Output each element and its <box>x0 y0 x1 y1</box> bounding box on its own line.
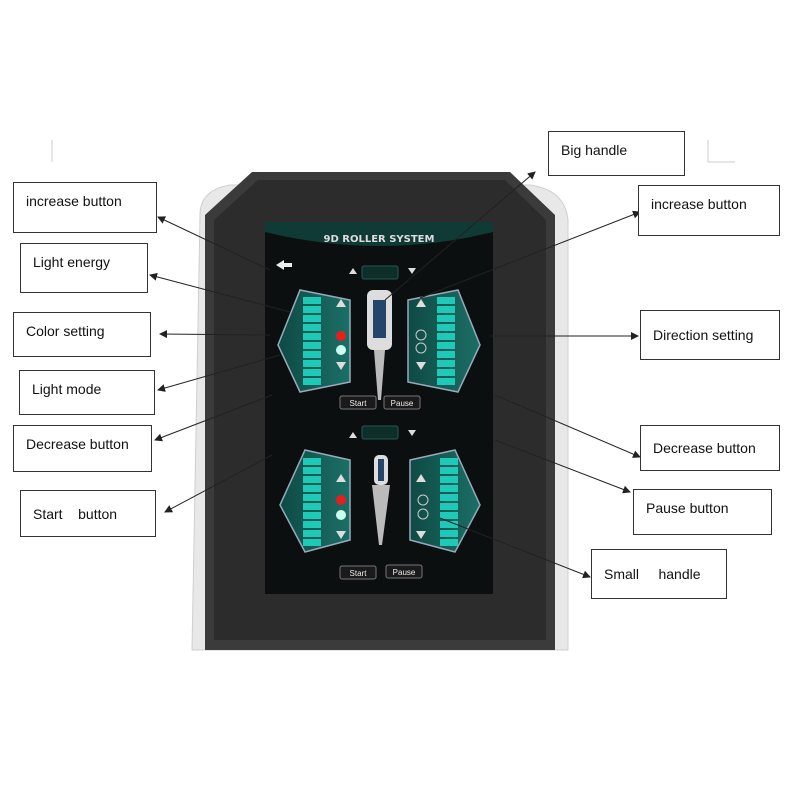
callout-decrease-button-right: Decrease button <box>640 425 780 471</box>
callout-small-handle: Small handle <box>591 549 727 599</box>
energy-bar-segment <box>440 539 458 546</box>
energy-bar-segment <box>303 458 321 465</box>
decrease-arrow-icon[interactable] <box>336 531 346 539</box>
callout-increase-button-left: increase button <box>13 182 157 233</box>
direction-icon[interactable] <box>415 342 427 354</box>
pause-button[interactable] <box>385 564 423 579</box>
increase-arrow-icon[interactable] <box>349 432 357 438</box>
energy-bar-segment <box>440 476 458 483</box>
increase-arrow-icon[interactable] <box>416 474 426 482</box>
decrease-arrow-icon[interactable] <box>408 430 416 436</box>
energy-bar-segment <box>303 467 321 474</box>
energy-bar-segment <box>437 351 455 358</box>
light-mode-icon[interactable] <box>336 345 346 355</box>
callout-color-setting: Color setting <box>13 312 151 357</box>
callout-light-mode: Light mode <box>19 370 155 415</box>
energy-bar-segment <box>437 315 455 322</box>
bottom-control-panel: Start Pause <box>279 425 481 580</box>
energy-bar-segment <box>437 369 455 376</box>
increase-arrow-icon[interactable] <box>416 299 426 307</box>
color-red-icon[interactable] <box>336 495 346 505</box>
energy-bar-segment <box>437 360 455 367</box>
callout-big-handle: Big handle <box>548 131 685 176</box>
energy-bar-segment <box>303 539 321 546</box>
callout-light-energy: Light energy <box>20 243 148 293</box>
energy-bar-segment <box>303 378 321 385</box>
callout-increase-button-right: increase button <box>638 185 780 236</box>
light-mode-icon[interactable] <box>336 510 346 520</box>
increase-arrow-icon[interactable] <box>349 268 357 274</box>
device: 9D ROLLER SYSTEM <box>191 172 569 651</box>
svg-text:Start: Start <box>350 569 368 578</box>
callout-direction-setting: Direction setting <box>640 310 780 360</box>
energy-bar-segment <box>303 494 321 501</box>
right-wing <box>407 289 481 393</box>
energy-bar-segment <box>440 458 458 465</box>
energy-bar-segment <box>440 530 458 537</box>
energy-bar-segment <box>437 378 455 385</box>
pause-button[interactable] <box>383 395 421 410</box>
energy-bar-segment <box>303 521 321 528</box>
energy-bar-segment <box>303 503 321 510</box>
energy-bar-segment <box>440 503 458 510</box>
direction-icon[interactable] <box>417 494 429 506</box>
screen-title: 9D ROLLER SYSTEM <box>324 234 435 245</box>
increase-arrow-icon[interactable] <box>336 299 346 307</box>
energy-bar-segment <box>440 467 458 474</box>
decrease-arrow-icon[interactable] <box>416 362 426 370</box>
left-wing <box>277 289 351 393</box>
energy-bar-segment <box>303 512 321 519</box>
decrease-arrow-icon[interactable] <box>416 531 426 539</box>
corner-mark <box>51 140 735 163</box>
energy-bar-segment <box>303 485 321 492</box>
direction-icon[interactable] <box>415 329 427 341</box>
color-red-icon[interactable] <box>336 331 346 341</box>
energy-bar-segment <box>303 324 321 331</box>
energy-bar-segment <box>303 476 321 483</box>
increase-arrow-icon[interactable] <box>336 474 346 482</box>
energy-bar-segment <box>437 297 455 304</box>
energy-bar-segment <box>437 342 455 349</box>
start-button[interactable] <box>339 395 377 410</box>
energy-bar-segment <box>303 530 321 537</box>
energy-bar-segment <box>437 306 455 313</box>
back-arrow-icon[interactable] <box>276 260 292 270</box>
decrease-arrow-icon[interactable] <box>336 362 346 370</box>
energy-bar-segment <box>303 342 321 349</box>
direction-icon[interactable] <box>417 508 429 520</box>
energy-bar-segment <box>303 297 321 304</box>
callout-pause-button: Pause button <box>633 489 772 535</box>
decrease-arrow-icon[interactable] <box>408 268 416 274</box>
energy-bar-segment <box>303 351 321 358</box>
level-display <box>361 265 399 280</box>
energy-bar-segment <box>440 512 458 519</box>
level-display <box>361 425 399 440</box>
start-button[interactable] <box>339 565 377 580</box>
svg-text:Pause: Pause <box>393 568 416 577</box>
top-control-panel: Start Pause <box>277 265 481 410</box>
energy-bar-segment <box>440 521 458 528</box>
energy-bar-segment <box>437 333 455 340</box>
energy-bar-segment <box>303 333 321 340</box>
energy-bar-segment <box>303 306 321 313</box>
energy-bar-segment <box>303 360 321 367</box>
callout-decrease-button-left: Decrease button <box>13 425 152 472</box>
energy-bar-segment <box>440 485 458 492</box>
leader-lines <box>149 171 641 579</box>
svg-text:Pause: Pause <box>391 399 414 408</box>
energy-bar-segment <box>303 315 321 322</box>
energy-bar-segment <box>440 494 458 501</box>
energy-bar-segment <box>303 369 321 376</box>
svg-text:Start: Start <box>350 399 368 408</box>
energy-bar-segment <box>437 324 455 331</box>
callout-start-button: Start button <box>20 490 156 537</box>
